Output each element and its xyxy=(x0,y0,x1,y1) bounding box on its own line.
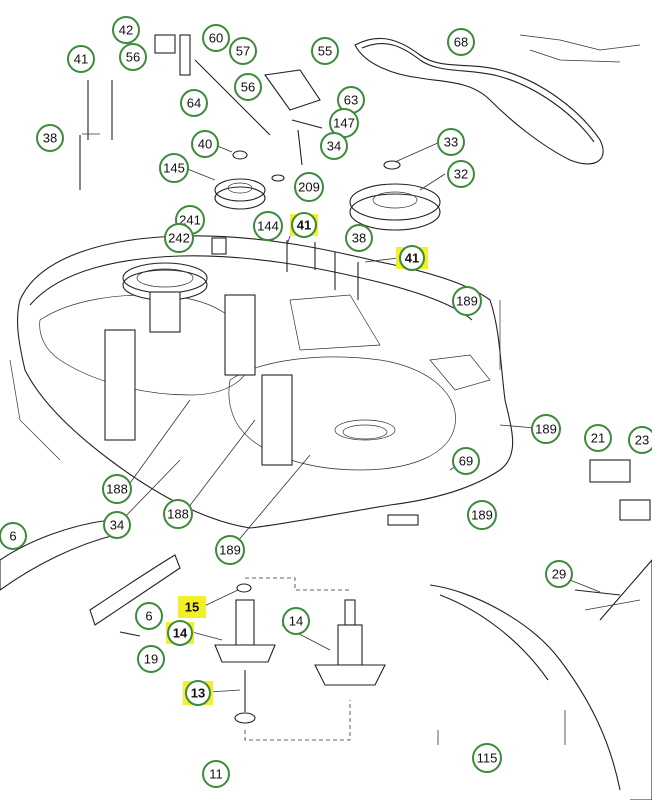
callout-189-a: 189 xyxy=(452,286,482,316)
idler-bracket xyxy=(79,34,323,190)
svg-text:63: 63 xyxy=(344,93,358,108)
callout-68: 68 xyxy=(447,28,475,56)
callout-188-a: 188 xyxy=(102,474,132,504)
callout-189-d: 189 xyxy=(467,500,497,530)
svg-text:41: 41 xyxy=(297,218,311,233)
svg-text:56: 56 xyxy=(241,80,255,95)
svg-text:19: 19 xyxy=(144,652,158,667)
svg-text:34: 34 xyxy=(327,139,341,154)
callout-115: 115 xyxy=(472,743,502,773)
callout-40: 40 xyxy=(191,130,219,158)
svg-text:60: 60 xyxy=(209,31,223,46)
svg-text:6: 6 xyxy=(145,609,152,624)
callout-41-mid: 41 xyxy=(290,212,318,238)
svg-text:33: 33 xyxy=(444,135,458,150)
callout-21: 21 xyxy=(584,424,612,452)
spindle-right xyxy=(314,599,386,686)
callout-209: 209 xyxy=(294,172,324,202)
svg-text:11: 11 xyxy=(209,767,223,782)
callout-19: 19 xyxy=(137,645,165,673)
svg-text:115: 115 xyxy=(477,751,498,766)
svg-text:145: 145 xyxy=(163,161,185,176)
svg-text:147: 147 xyxy=(333,116,355,131)
callout-189-c: 189 xyxy=(215,535,245,565)
callout-55: 55 xyxy=(311,37,339,65)
svg-text:189: 189 xyxy=(456,294,478,309)
spindle-left xyxy=(214,577,351,741)
mower-deck xyxy=(9,235,514,529)
drive-belt xyxy=(354,34,641,165)
bolts xyxy=(211,237,359,300)
svg-text:189: 189 xyxy=(471,508,493,523)
svg-text:14: 14 xyxy=(289,614,303,629)
svg-text:14: 14 xyxy=(173,626,188,641)
leader-lines xyxy=(82,133,601,693)
callout-14-left: 14 xyxy=(166,620,194,646)
svg-text:41: 41 xyxy=(74,52,88,67)
svg-text:29: 29 xyxy=(552,567,566,582)
callout-33: 33 xyxy=(437,128,465,156)
svg-text:40: 40 xyxy=(198,137,212,152)
callout-188-b: 188 xyxy=(163,499,193,529)
svg-text:57: 57 xyxy=(236,44,250,59)
svg-text:38: 38 xyxy=(43,131,57,146)
callout-147: 147 xyxy=(329,108,359,138)
callout-189-b: 189 xyxy=(531,414,561,444)
pulley-32 xyxy=(349,160,441,231)
svg-text:68: 68 xyxy=(454,35,468,50)
callout-6-a: 6 xyxy=(0,522,27,550)
callout-56-b: 56 xyxy=(234,73,262,101)
callout-42: 42 xyxy=(112,16,140,44)
callout-38-mid: 38 xyxy=(345,224,373,252)
callout-60: 60 xyxy=(202,24,230,52)
svg-text:13: 13 xyxy=(191,686,205,701)
callout-13: 13 xyxy=(183,680,213,706)
svg-text:41: 41 xyxy=(405,251,419,266)
svg-text:6: 6 xyxy=(9,529,16,544)
svg-text:34: 34 xyxy=(110,518,124,533)
svg-text:69: 69 xyxy=(459,454,473,469)
svg-text:242: 242 xyxy=(168,231,190,246)
callout-41-top: 41 xyxy=(67,45,95,73)
svg-text:189: 189 xyxy=(219,543,241,558)
discharge-chute xyxy=(429,459,652,800)
callout-23: 23 xyxy=(628,426,652,454)
callout-63: 63 xyxy=(337,86,365,114)
svg-text:38: 38 xyxy=(352,231,366,246)
callout-6-b: 6 xyxy=(135,602,163,630)
callout-32: 32 xyxy=(447,160,475,188)
callout-57: 57 xyxy=(229,37,257,65)
pulley-145 xyxy=(214,150,285,210)
callout-145: 145 xyxy=(159,153,189,183)
svg-text:42: 42 xyxy=(119,23,133,38)
svg-text:23: 23 xyxy=(635,433,649,448)
svg-text:56: 56 xyxy=(126,50,140,65)
callout-64: 64 xyxy=(180,89,208,117)
callout-14-right: 14 xyxy=(282,607,310,635)
svg-text:64: 64 xyxy=(187,96,201,111)
callout-242: 242 xyxy=(164,223,194,253)
svg-text:209: 209 xyxy=(298,180,320,195)
svg-text:21: 21 xyxy=(591,431,605,446)
svg-text:144: 144 xyxy=(257,219,279,234)
callout-144: 144 xyxy=(253,211,283,241)
callout-15: 15 xyxy=(178,596,206,618)
svg-text:55: 55 xyxy=(318,44,332,59)
svg-text:32: 32 xyxy=(454,167,468,182)
callout-41-right: 41 xyxy=(396,245,428,271)
svg-text:188: 188 xyxy=(106,482,128,497)
callout-34-bottom: 34 xyxy=(103,511,131,539)
callout-38-left: 38 xyxy=(36,124,64,152)
callout-34-top: 34 xyxy=(320,132,348,160)
svg-text:15: 15 xyxy=(185,600,199,615)
callout-11: 11 xyxy=(202,760,230,788)
callout-56-a: 56 xyxy=(119,43,147,71)
svg-text:189: 189 xyxy=(535,422,557,437)
svg-text:188: 188 xyxy=(167,507,189,522)
svg-text:241: 241 xyxy=(179,213,201,228)
callout-29: 29 xyxy=(545,560,573,588)
callout-69: 69 xyxy=(452,447,480,475)
